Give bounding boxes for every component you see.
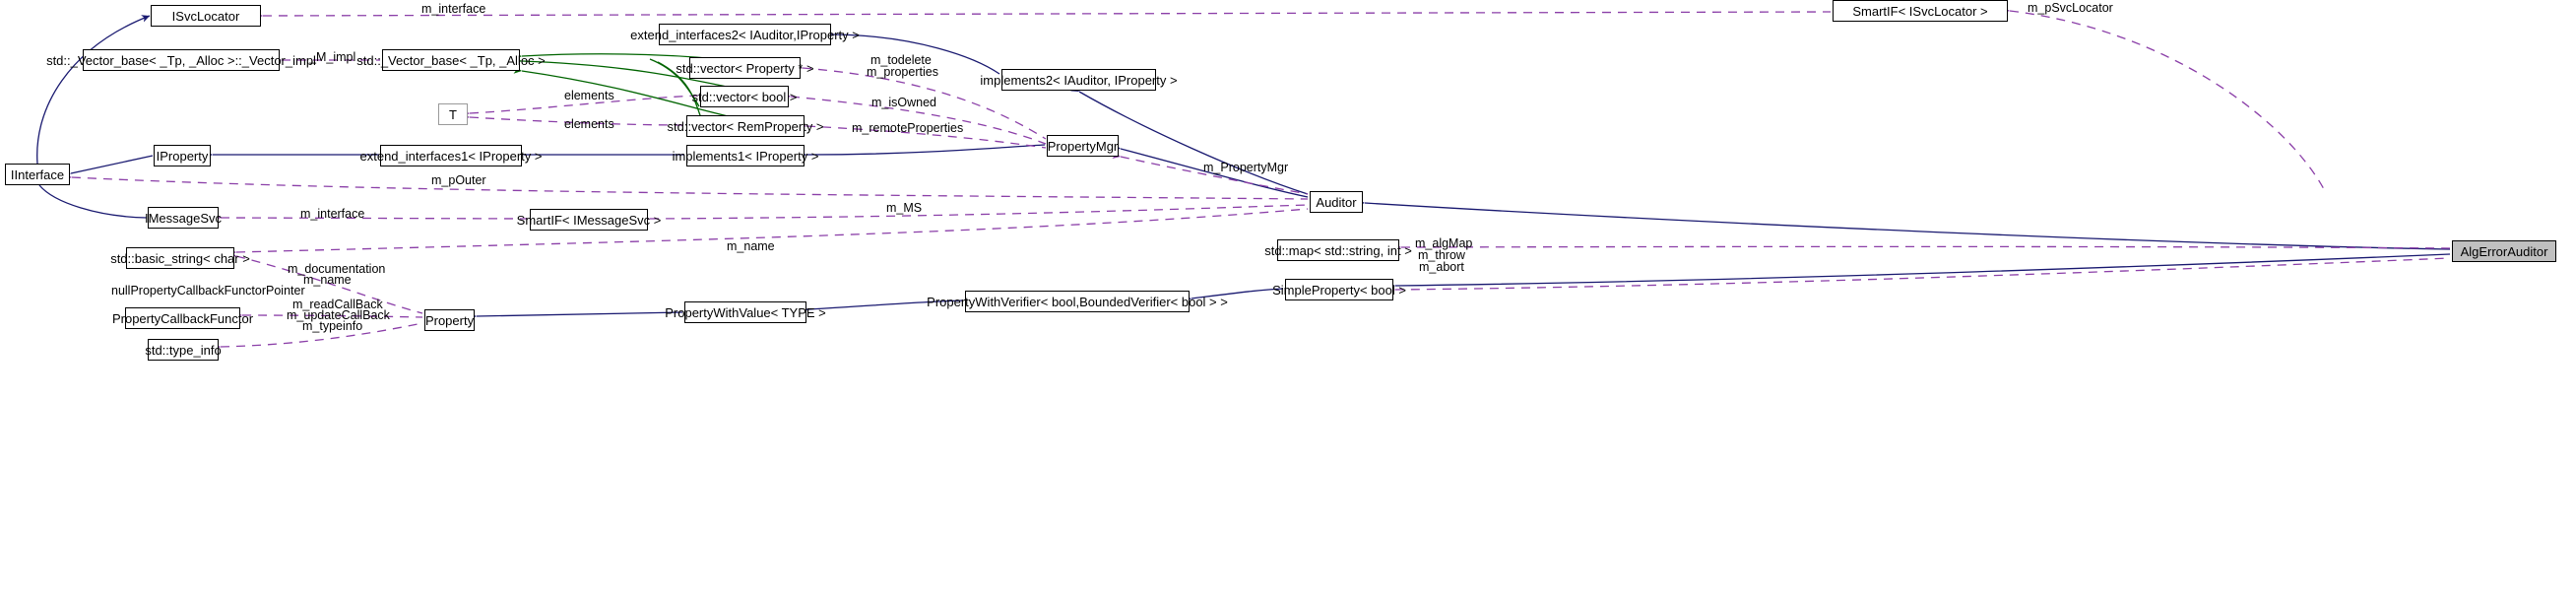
node-label: std::basic_string< char >	[110, 250, 250, 266]
node-vector-base-impl[interactable]: std::_Vector_base< _Tp, _Alloc >::_Vecto…	[46, 49, 316, 71]
node-label: Auditor	[1316, 194, 1357, 210]
edge-label-m-psvclocator: m_pSvcLocator	[2028, 1, 2113, 15]
node-label: PropertyMgr	[1047, 138, 1119, 154]
node-property[interactable]: Property	[424, 309, 475, 331]
node-implements1[interactable]: implements1< IProperty >	[673, 145, 818, 166]
node-label: SmartIF< IMessageSvc >	[516, 212, 662, 228]
node-isvclocator[interactable]: ISvcLocator	[151, 5, 261, 27]
edge-label-m-name-2: m_name	[303, 273, 352, 287]
edge-label-elements-2: elements	[564, 117, 614, 131]
edge-label-m-isowned: m_isOwned	[871, 96, 936, 109]
node-propertywithverifier[interactable]: PropertyWithVerifier< bool,BoundedVerifi…	[927, 291, 1228, 312]
edge-label-m-typeinfo: m_typeinfo	[302, 319, 363, 333]
node-label: std::vector< bool >	[691, 89, 798, 104]
node-label: std::map< std::string, int >	[1264, 242, 1412, 258]
node-label: ISvcLocator	[171, 8, 240, 24]
node-label: std::_Vector_base< _Tp, _Alloc >::_Vecto…	[46, 52, 316, 68]
node-propertywithvalue[interactable]: PropertyWithValue< TYPE >	[665, 301, 826, 323]
node-label: SmartIF< ISvcLocator >	[1852, 3, 1988, 19]
node-vector-property-ptr[interactable]: std::vector< Property * >	[676, 57, 814, 79]
node-template-parameter-t[interactable]: T	[438, 103, 468, 125]
node-label: implements1< IProperty >	[672, 148, 819, 164]
node-label: PropertyWithVerifier< bool,BoundedVerifi…	[927, 294, 1228, 309]
node-label: std::vector< Property * >	[676, 60, 814, 76]
node-smartif-isvclocator[interactable]: SmartIF< ISvcLocator >	[1833, 0, 2008, 22]
node-label: PropertyCallbackFunctor	[111, 310, 254, 326]
edge-label-m-remoteproperties: m_remoteProperties	[852, 121, 964, 135]
edge-label-m-properties: m_properties	[867, 65, 938, 79]
edge-label-m-interface-top: m_interface	[421, 2, 486, 16]
node-auditor[interactable]: Auditor	[1310, 191, 1363, 213]
edge-label-m-propertymgr: m_PropertyMgr	[1203, 161, 1289, 174]
node-label: std::type_info	[145, 342, 222, 358]
edge-label-m-interface-2: m_interface	[300, 207, 365, 221]
edge-label-m-name-1: m_name	[727, 239, 775, 253]
node-label: std::vector< RemProperty >	[667, 118, 824, 134]
node-iproperty[interactable]: IProperty	[154, 145, 211, 166]
node-type-info[interactable]: std::type_info	[145, 339, 222, 361]
node-iinterface[interactable]: IInterface	[5, 164, 70, 185]
node-vector-base[interactable]: std::_Vector_base< _Tp, _Alloc >	[356, 49, 546, 71]
edge-label-m-ms: m_MS	[886, 201, 923, 215]
node-propertycallbackfunctor[interactable]: PropertyCallbackFunctor	[112, 307, 253, 329]
node-label: Property	[424, 312, 475, 328]
edge-label-elements-1: elements	[564, 89, 614, 102]
node-imessagesvc[interactable]: IMessageSvc	[144, 207, 223, 229]
node-vector-bool[interactable]: std::vector< bool >	[692, 86, 797, 107]
node-algerrorauditor[interactable]: AlgErrorAuditor	[2452, 240, 2556, 262]
edge-label-m-pouter: m_pOuter	[431, 173, 486, 187]
edge-label-nullpropertycallbackfunctorpointer: nullPropertyCallbackFunctorPointer	[111, 284, 305, 298]
node-label: T	[449, 106, 457, 122]
node-label: IProperty	[156, 148, 209, 164]
node-label: AlgErrorAuditor	[2460, 243, 2548, 259]
node-label: PropertyWithValue< TYPE >	[665, 304, 826, 320]
node-label: extend_interfaces2< IAuditor,IProperty >	[630, 27, 860, 42]
node-implements2[interactable]: implements2< IAuditor, IProperty >	[980, 69, 1178, 91]
node-simpleproperty-bool[interactable]: SimpleProperty< bool >	[1272, 279, 1406, 300]
node-map-string-int[interactable]: std::map< std::string, int >	[1264, 239, 1412, 261]
node-label: IInterface	[10, 166, 65, 182]
edge-label-m-abort: m_abort	[1419, 260, 1464, 274]
node-label: implements2< IAuditor, IProperty >	[980, 72, 1178, 88]
node-label: std::_Vector_base< _Tp, _Alloc >	[356, 52, 546, 68]
node-vector-remproperty[interactable]: std::vector< RemProperty >	[668, 115, 823, 137]
node-propertymgr[interactable]: PropertyMgr	[1047, 135, 1119, 157]
node-basic-string[interactable]: std::basic_string< char >	[110, 247, 250, 269]
node-extend-interfaces2[interactable]: extend_interfaces2< IAuditor,IProperty >	[630, 24, 860, 45]
node-extend-interfaces1[interactable]: extend_interfaces1< IProperty >	[360, 145, 543, 166]
node-label: SimpleProperty< bool >	[1272, 282, 1406, 298]
node-label: extend_interfaces1< IProperty >	[359, 148, 543, 164]
node-smartif-imessagesvc[interactable]: SmartIF< IMessageSvc >	[517, 209, 661, 231]
edge-label-m-impl: _M_impl	[309, 50, 356, 64]
node-label: IMessageSvc	[144, 210, 223, 226]
